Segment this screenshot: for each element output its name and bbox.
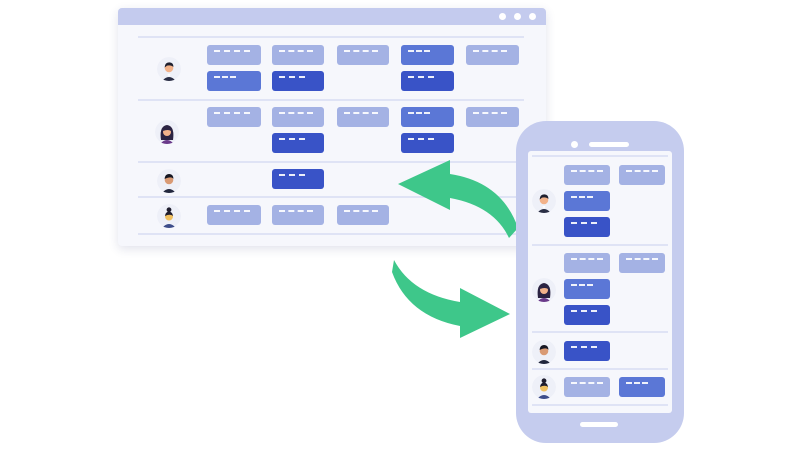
shift-block[interactable] <box>272 169 324 189</box>
shift-block[interactable] <box>272 133 324 153</box>
phone-speaker-icon <box>589 142 629 147</box>
shift-block[interactable] <box>564 191 610 211</box>
shift-block[interactable] <box>207 45 261 65</box>
mobile-phone <box>516 121 684 443</box>
shift-block[interactable] <box>207 107 261 127</box>
row-divider <box>532 404 668 406</box>
employee-avatar[interactable] <box>532 375 556 399</box>
row-divider <box>138 36 524 38</box>
browser-title-bar <box>118 8 546 25</box>
woman-avatar-icon <box>532 375 556 399</box>
woman-avatar-icon <box>532 278 556 302</box>
shift-block[interactable] <box>272 45 324 65</box>
shift-block[interactable] <box>401 133 454 153</box>
row-divider <box>138 233 524 235</box>
shift-block[interactable] <box>401 71 454 91</box>
shift-block[interactable] <box>272 205 324 225</box>
man-avatar-icon <box>532 189 556 213</box>
shift-block[interactable] <box>564 279 610 299</box>
window-dot-icon[interactable] <box>499 13 506 20</box>
shift-block[interactable] <box>619 377 665 397</box>
shift-block[interactable] <box>401 45 454 65</box>
shift-block[interactable] <box>564 305 610 325</box>
sync-arrow-left-icon <box>398 160 518 238</box>
sync-arrow-right-icon <box>392 260 510 338</box>
man-avatar-icon <box>157 57 181 81</box>
row-divider <box>532 244 668 246</box>
shift-block[interactable] <box>564 165 610 185</box>
shift-block[interactable] <box>564 377 610 397</box>
employee-avatar[interactable] <box>155 120 179 144</box>
employee-avatar[interactable] <box>532 189 556 213</box>
shift-block[interactable] <box>619 253 665 273</box>
shift-block[interactable] <box>337 107 389 127</box>
woman-avatar-icon <box>155 120 179 144</box>
row-divider <box>138 99 524 101</box>
shift-block[interactable] <box>619 165 665 185</box>
shift-block[interactable] <box>564 253 610 273</box>
employee-avatar[interactable] <box>157 169 181 193</box>
man-avatar-icon <box>532 340 556 364</box>
row-divider <box>138 196 524 198</box>
shift-block[interactable] <box>207 71 261 91</box>
man-avatar-icon <box>157 169 181 193</box>
row-divider <box>532 368 668 370</box>
employee-avatar[interactable] <box>157 204 181 228</box>
shift-block[interactable] <box>207 205 261 225</box>
row-divider <box>532 155 668 157</box>
shift-block[interactable] <box>272 107 324 127</box>
window-dot-icon[interactable] <box>514 13 521 20</box>
shift-block[interactable] <box>564 217 610 237</box>
phone-home-button-icon[interactable] <box>580 422 618 427</box>
shift-block[interactable] <box>337 205 389 225</box>
shift-block[interactable] <box>466 45 519 65</box>
phone-camera-icon <box>571 141 578 148</box>
shift-block[interactable] <box>337 45 389 65</box>
phone-screen <box>528 151 672 413</box>
row-divider <box>532 331 668 333</box>
employee-avatar[interactable] <box>532 278 556 302</box>
shift-block[interactable] <box>564 341 610 361</box>
shift-block[interactable] <box>466 107 519 127</box>
shift-block[interactable] <box>272 71 324 91</box>
woman-avatar-icon <box>157 204 181 228</box>
employee-avatar[interactable] <box>157 57 181 81</box>
employee-avatar[interactable] <box>532 340 556 364</box>
desktop-browser-window <box>118 8 546 246</box>
window-dot-icon[interactable] <box>529 13 536 20</box>
shift-block[interactable] <box>401 107 454 127</box>
row-divider <box>138 161 524 163</box>
